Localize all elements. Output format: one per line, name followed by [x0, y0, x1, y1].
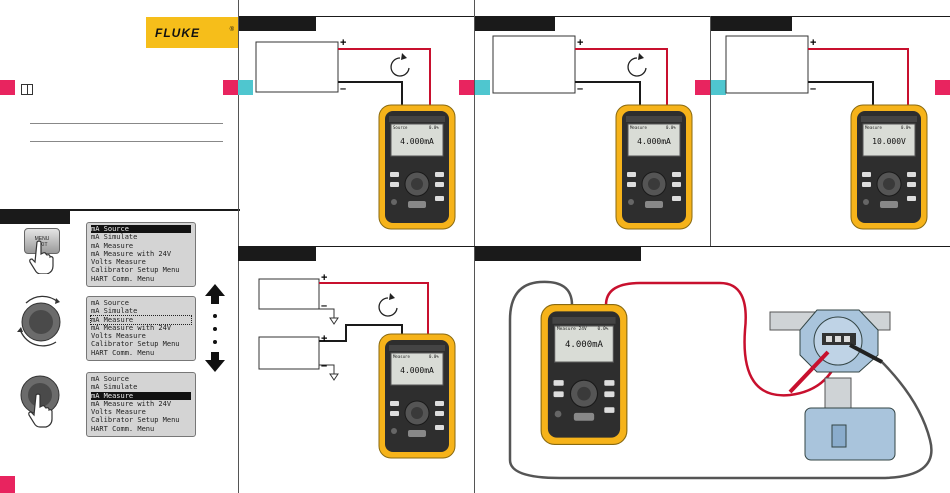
lcd-unit: 0.0%	[666, 125, 676, 130]
menu-item[interactable]: mA Measure with 24V	[91, 323, 172, 332]
menu-section-rule	[0, 209, 240, 211]
lcd-header: Measure	[865, 125, 882, 130]
minus-sign: –	[810, 83, 817, 95]
menu-item[interactable]: mA Measure	[91, 241, 134, 250]
tab-cyan-3	[711, 80, 726, 95]
menu-item[interactable]: Calibrator Setup Menu	[91, 340, 180, 349]
menu-item[interactable]: Volts Measure	[91, 258, 146, 267]
manual-icon	[21, 84, 33, 95]
lcd-header: Measure 24V	[556, 326, 587, 332]
minus-sign: –	[340, 83, 347, 95]
menu-item[interactable]: mA Source	[91, 375, 129, 383]
panel-bar-1	[238, 16, 316, 31]
press-hand-icon	[29, 240, 54, 274]
plus-sign: +	[810, 37, 817, 49]
brand-mark: ®	[229, 27, 234, 33]
lcd-header: Measure	[393, 354, 410, 359]
panel-bar-3	[711, 16, 792, 31]
plus-sign: +	[340, 37, 347, 49]
lcd-unit: 0.0%	[429, 354, 439, 359]
menu-item[interactable]: Volts Measure	[91, 408, 146, 417]
plus-sign: +	[577, 37, 584, 49]
exit-key-label: EXIT	[36, 242, 48, 248]
menu-item[interactable]: Calibrator Setup Menu	[91, 266, 180, 275]
menu-item[interactable]: HART Comm. Menu	[91, 348, 155, 357]
menu-item[interactable]: mA Measure with 24V	[91, 249, 172, 258]
panel-divider-v3	[710, 16, 711, 246]
menu-item[interactable]: HART Comm. Menu	[91, 424, 155, 433]
tab-cyan-2	[475, 80, 490, 95]
section-marker-pink-bottom	[0, 476, 15, 493]
lcd-unit: 0.0%	[901, 125, 911, 130]
tab-pink-2	[459, 80, 474, 95]
tab-pink-3	[695, 80, 710, 95]
lcd-reading: 10.000V	[872, 137, 906, 146]
lcd-unit: 0.0%	[429, 125, 439, 130]
rotary-knob-press[interactable]	[18, 373, 66, 431]
calibrator-body	[615, 104, 693, 230]
calibrator-4: Measure 0.0% 4.000mA	[378, 333, 456, 459]
calibrator-body	[850, 104, 928, 230]
lcd-header: Measure	[630, 125, 647, 130]
rotary-knob-rotate[interactable]	[12, 293, 70, 351]
menu-item[interactable]: Volts Measure	[91, 332, 146, 341]
menu-item[interactable]: mA Simulate	[91, 383, 138, 392]
menu-item[interactable]: mA Simulate	[91, 233, 138, 242]
lcd-header: Source	[393, 125, 408, 130]
menu-item[interactable]: mA Source	[91, 225, 191, 234]
menu-item[interactable]: mA Source	[91, 299, 129, 307]
minus-sign: –	[321, 360, 328, 372]
lcd-reading: 4.000mA	[564, 340, 603, 351]
panel-rule-1	[238, 16, 950, 17]
menu-key-label: MENU	[34, 236, 50, 242]
menu-exit-key[interactable]: MENU EXIT	[24, 228, 60, 254]
section-marker-pink	[0, 80, 15, 95]
fluke-logo: FLUKE ®	[146, 17, 238, 48]
panel-bar-4	[238, 246, 316, 261]
scroll-up-down-icon	[205, 284, 225, 372]
lcd-reading: 4.000mA	[400, 137, 434, 146]
minus-sign: –	[577, 83, 584, 95]
panel-bar-5	[475, 246, 641, 261]
calibrator-5: Measure 24V 0.0% 4.000mA	[540, 303, 628, 446]
menu-item[interactable]: mA Measure with 24V	[91, 399, 172, 408]
lcd-unit: 0.0%	[597, 326, 609, 332]
calibrator-2: Measure 0.0% 4.000mA	[615, 104, 693, 230]
calibrator-body	[540, 303, 628, 446]
panel-bar-2	[475, 16, 555, 31]
menu-item[interactable]: mA Simulate	[91, 307, 138, 316]
calibrator-body	[378, 104, 456, 230]
tab-pink-1	[223, 80, 238, 95]
calibrator-body	[378, 333, 456, 459]
divider-1	[30, 123, 223, 124]
lcd-reading: 4.000mA	[637, 137, 671, 146]
lcd-reading: 4.000mA	[400, 366, 434, 375]
menu-item[interactable]: HART Comm. Menu	[91, 274, 155, 283]
menu-item[interactable]: mA Measure	[90, 314, 192, 325]
tab-pink-4	[935, 80, 950, 95]
plus-sign: +	[321, 333, 328, 345]
plus-sign: +	[321, 272, 328, 284]
minus-sign: –	[321, 300, 328, 312]
menu-item[interactable]: Calibrator Setup Menu	[91, 416, 180, 425]
calibrator-3: Measure 0.0% 10.000V	[850, 104, 928, 230]
menu-section-bar	[0, 209, 70, 224]
tab-cyan-1	[238, 80, 253, 95]
calibrator-1: Source 0.0% 4.000mA	[378, 104, 456, 230]
brand-name: FLUKE	[155, 26, 200, 40]
menu-item[interactable]: mA Measure	[91, 391, 191, 400]
divider-2	[30, 141, 223, 142]
